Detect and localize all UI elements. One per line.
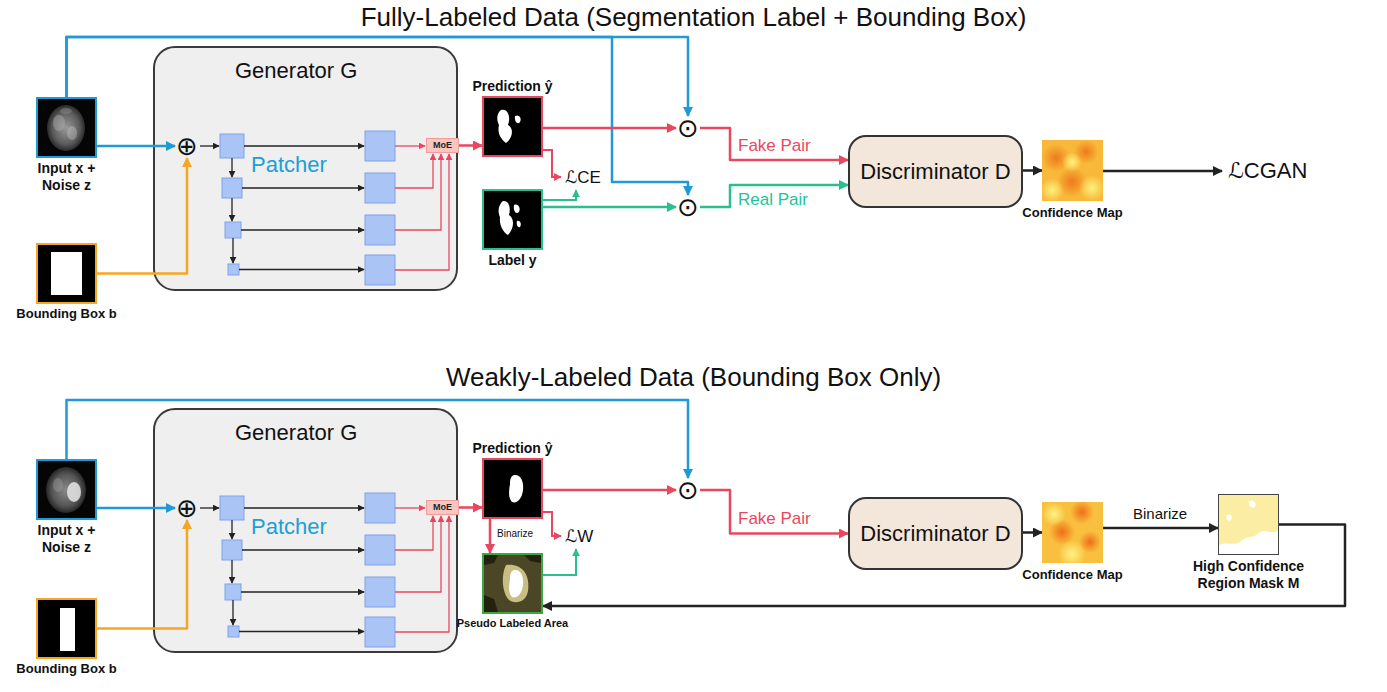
section-title: Fully-Labeled Data (Segmentation Label +… (0, 2, 1387, 32)
loss-label: ℒW (565, 526, 593, 547)
generator-title: Generator G (235, 420, 357, 446)
loss-arrow (543, 150, 561, 177)
image-caption: Input x + Noise z (27, 160, 107, 194)
image-panel: Label y (482, 189, 543, 250)
moe-label: MoE (427, 139, 458, 152)
image-caption: Prediction ŷ (472, 440, 552, 457)
discriminator-title: Discriminator D (860, 159, 1010, 185)
image-panel: Confidence Map (1042, 140, 1103, 201)
connector (543, 206, 676, 209)
image-caption: Bounding Box b (16, 661, 116, 677)
connector (700, 490, 848, 534)
operator-symbol: ⊕ (175, 496, 199, 520)
loss-arrow (543, 190, 576, 200)
edge-label: Fake Pair (738, 509, 811, 529)
mask-image (484, 191, 541, 248)
edge-label: Real Pair (738, 190, 808, 210)
connector (543, 127, 676, 130)
moe-label: MoE (427, 501, 458, 514)
operator-glyph: ⊙ (676, 478, 700, 502)
image-caption: Bounding Box b (16, 306, 116, 322)
image-panel: Input x + Noise z (36, 459, 97, 520)
connector (97, 145, 175, 148)
moe-box: MoE (426, 500, 459, 515)
discriminator-box: Discriminator D (848, 135, 1023, 208)
connector (97, 158, 187, 274)
heatmap-image (1042, 140, 1103, 201)
mri-image (38, 461, 95, 518)
heatmap-image (1042, 502, 1103, 563)
connector (1023, 169, 1042, 172)
connector (459, 506, 482, 509)
module-name: Patcher (251, 152, 327, 178)
mask-image (484, 460, 541, 517)
image-caption: Confidence Map (1022, 205, 1122, 221)
loss-arrow (543, 512, 561, 536)
loss-arrow (543, 549, 576, 575)
moe-box: MoE (426, 138, 459, 153)
edge-label: Fake Pair (738, 136, 811, 156)
image-panel: Bounding Box b (36, 598, 97, 659)
connector (1103, 527, 1218, 530)
operator-symbol: ⊙ (676, 478, 700, 502)
image-caption: Confidence Map (1022, 567, 1122, 583)
operator-glyph: ⊕ (175, 496, 199, 520)
section-title: Weakly-Labeled Data (Bounding Box Only) (0, 362, 1387, 392)
image-caption: Input x + Noise z (27, 522, 107, 556)
connector (1023, 531, 1042, 534)
image-panel: High Confidence Region Mask M (1218, 494, 1279, 555)
connector (459, 144, 482, 147)
discriminator-title: Discriminator D (860, 521, 1010, 547)
generator-title: Generator G (235, 58, 357, 84)
operator-glyph: ⊙ (676, 116, 700, 140)
image-caption: Prediction ŷ (472, 78, 552, 95)
loss-arrow (1103, 170, 1222, 173)
connector (543, 489, 676, 492)
connector (700, 128, 848, 160)
operator-symbol: ⊙ (676, 195, 700, 219)
connector (489, 519, 492, 553)
operator-glyph: ⊙ (676, 195, 700, 219)
image-caption: Label y (488, 252, 536, 269)
image-panel: Pseudo Labeled Area (482, 553, 543, 614)
image-panel: Confidence Map (1042, 502, 1103, 563)
operator-symbol: ⊙ (676, 116, 700, 140)
discriminator-box: Discriminator D (848, 497, 1023, 570)
connector (97, 520, 187, 629)
edge-label: Binarize (1133, 505, 1187, 523)
image-panel: Bounding Box b (36, 243, 97, 304)
image-panel: Prediction ŷ (482, 96, 543, 157)
bbox-image (38, 245, 95, 302)
region-mask-image (1219, 495, 1278, 554)
mask-image (484, 98, 541, 155)
connector (97, 507, 175, 510)
bbox-image (38, 600, 95, 657)
pseudo-label-image (484, 555, 541, 612)
operator-symbol: ⊕ (175, 134, 199, 158)
generator-box: Generator G Patcher ⊕ MoE (153, 46, 458, 291)
operator-glyph: ⊕ (175, 134, 199, 158)
loss-label: ℒCE (565, 167, 601, 188)
loss-label: ℒCGAN (1228, 158, 1307, 184)
generator-box: Generator G Patcher ⊕ MoE (153, 408, 458, 653)
module-name: Patcher (251, 514, 327, 540)
image-caption: Pseudo Labeled Area (457, 616, 568, 630)
image-caption: High Confidence Region Mask M (1174, 558, 1324, 592)
mri-image (38, 99, 95, 156)
image-panel: Input x + Noise z (36, 97, 97, 158)
edge-label: Binarize (497, 527, 533, 540)
image-panel: Prediction ŷ (482, 458, 543, 519)
